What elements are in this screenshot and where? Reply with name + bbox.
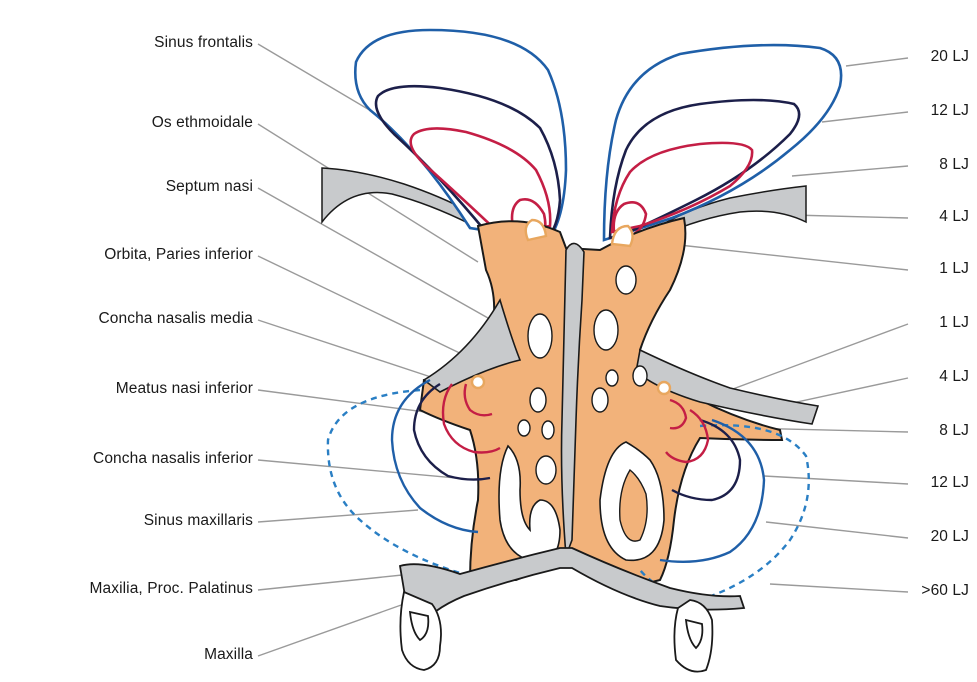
maxilla-palate [400,548,744,672]
label-os-ethmoidale: Os ethmoidale [152,114,253,132]
label-age-20-maxillary: 20 LJ [931,528,969,546]
label-maxilla-proc-palatinus: Maxilia, Proc. Palatinus [90,580,254,598]
ethmoid-complex [420,218,818,590]
label-sinus-maxillaris: Sinus maxillaris [144,512,253,530]
label-age-8-frontal: 8 LJ [939,156,969,174]
label-sinus-frontalis: Sinus frontalis [154,34,253,52]
label-age-8-maxillary: 8 LJ [939,422,969,440]
label-age-4-maxillary: 4 LJ [939,368,969,386]
label-age-60-maxillary: >60 LJ [921,582,969,600]
label-age-12-maxillary: 12 LJ [931,474,969,492]
label-septum-nasi: Septum nasi [166,178,253,196]
label-age-20-frontal: 20 LJ [931,48,969,66]
label-age-4-frontal: 4 LJ [939,208,969,226]
label-concha-nasalis-inferior: Concha nasalis inferior [93,450,253,468]
label-meatus-nasi-inferior: Meatus nasi inferior [116,380,253,398]
label-concha-nasalis-media: Concha nasalis media [98,310,253,328]
label-orbita-paries-inferior: Orbita, Paries inferior [104,246,253,264]
label-maxilla: Maxilla [204,646,253,664]
label-age-1-maxillary: 1 LJ [939,314,969,332]
label-age-12-frontal: 12 LJ [931,102,969,120]
label-age-1-frontal: 1 LJ [939,260,969,278]
